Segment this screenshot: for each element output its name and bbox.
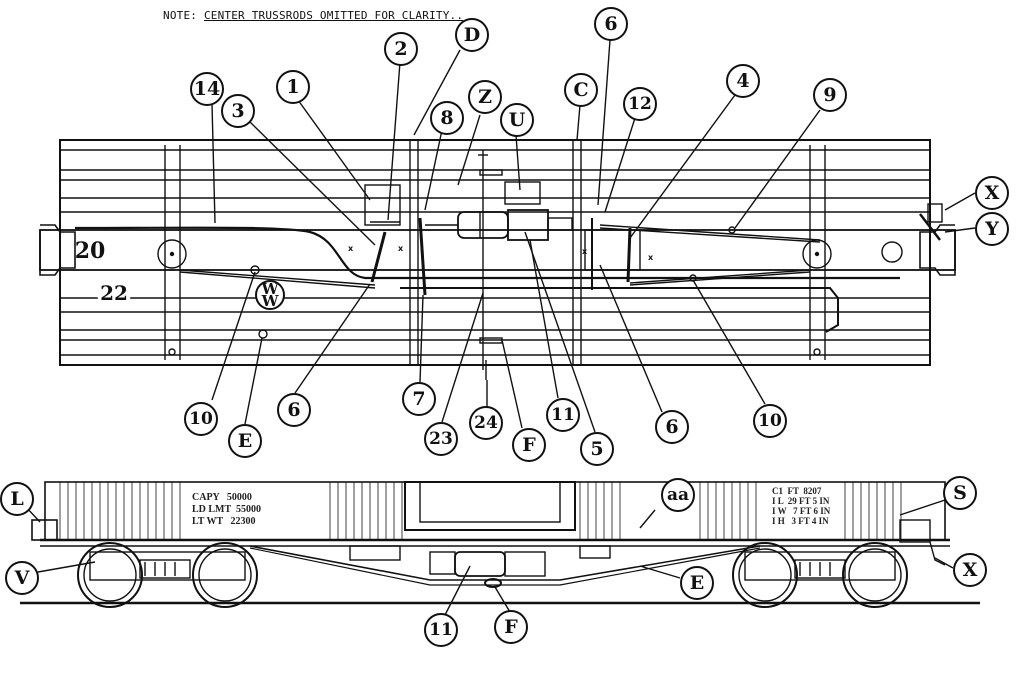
brake-valve: [507, 209, 549, 241]
callout-9: 9: [813, 78, 847, 112]
note-underlined: CENTER TRUSSRODS OMITTED FOR CLARITY..: [203, 9, 464, 22]
truck-left: [77, 542, 258, 608]
capacity-stencil: CAPY 50000 LD LMT 55000 LT WT 22300: [192, 492, 261, 527]
callout-22: 22: [97, 276, 131, 310]
callout-2: 2: [384, 32, 418, 66]
callout-23: 23: [424, 422, 458, 456]
callout-7: 7: [402, 382, 436, 416]
callout-24: 24: [469, 406, 503, 440]
callout-4: 4: [726, 64, 760, 98]
car-door: [404, 481, 576, 531]
center-sill: [39, 229, 956, 271]
callout-6-top: 6: [594, 7, 628, 41]
callout-W-bottom-letter: W: [261, 292, 279, 310]
callout-10-left: 10: [184, 402, 218, 436]
callout-L: L: [0, 482, 34, 516]
callout-6-left: 6: [277, 393, 311, 427]
callout-X-side: X: [953, 553, 987, 587]
note-text: NOTE: CENTER TRUSSRODS OMITTED FOR CLARI…: [163, 9, 464, 22]
callout-11-top: 11: [546, 398, 580, 432]
truck-right: [732, 542, 908, 608]
x-tag-3: x: [582, 247, 588, 256]
callout-V: V: [5, 561, 39, 595]
callout-12: 12: [623, 87, 657, 121]
callout-5: 5: [580, 432, 614, 466]
callout-10-right: 10: [753, 404, 787, 438]
x-tag-1: x: [348, 244, 354, 253]
callout-S: S: [943, 476, 977, 510]
callout-X-top: X: [975, 176, 1009, 210]
callout-11-side: 11: [424, 613, 458, 647]
callout-Z: Z: [468, 80, 502, 114]
callout-Y: Y: [975, 212, 1009, 246]
callout-F-top: F: [512, 428, 546, 462]
dimensions-stencil: C1 FT 8207 I L 29 FT 5 IN I W 7 FT 6 IN …: [772, 486, 831, 526]
car-frame-outline: [59, 139, 931, 366]
callout-E-top: E: [228, 424, 262, 458]
callout-W-top-letter: W: [261, 280, 279, 298]
bolster-center-left: [157, 239, 187, 269]
callout-20: 20: [74, 238, 106, 264]
callout-F-side: F: [494, 610, 528, 644]
callout-C: C: [564, 73, 598, 107]
callout-3: 3: [221, 94, 255, 128]
callout-1: 1: [276, 70, 310, 104]
x-tag-4: x: [648, 253, 654, 262]
callout-8: 8: [430, 101, 464, 135]
callout-E-side: E: [680, 566, 714, 600]
callout-U: U: [500, 103, 534, 137]
brake-pipe: [74, 226, 900, 280]
callout-14: 14: [190, 72, 224, 106]
x-tag-2: x: [398, 244, 404, 253]
callout-6-right: 6: [655, 410, 689, 444]
callout-D: D: [455, 18, 489, 52]
callout-aa: aa: [661, 478, 695, 512]
